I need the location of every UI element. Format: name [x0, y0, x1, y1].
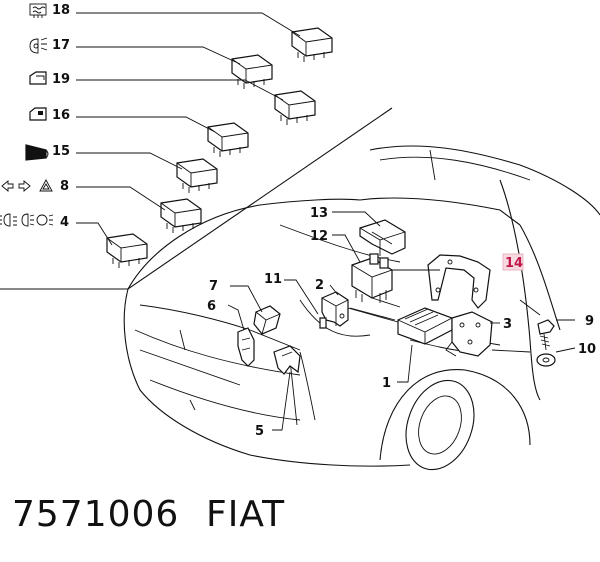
callout-15: 15 [52, 144, 70, 159]
callout-3: 3 [503, 317, 512, 332]
part-7-fuse [253, 305, 281, 335]
callout-11: 11 [264, 272, 282, 287]
relay-15 [176, 158, 218, 193]
part-9-screw [537, 319, 555, 351]
callout-1: 1 [382, 376, 391, 391]
relay-4 [106, 233, 148, 268]
callout-6: 6 [207, 299, 216, 314]
part-11-bolt [319, 317, 327, 329]
rear-defrost-icon [29, 3, 47, 18]
part-5-clip [273, 345, 301, 375]
headlamp-icon [29, 37, 48, 54]
relay-18 [291, 27, 333, 62]
part-12-fuse-holder [351, 253, 393, 303]
callout-13: 13 [310, 206, 328, 221]
part-number: 7571006 [12, 494, 180, 535]
power-window-icon [29, 71, 47, 85]
callout-14-highlight [502, 253, 524, 271]
callout-16: 16 [52, 108, 70, 123]
part-14-bracket [427, 254, 491, 309]
relay-16 [207, 122, 249, 157]
hazard-turn-signal-icon [1, 179, 53, 192]
part-13-cover [359, 219, 406, 256]
callout-9: 9 [585, 314, 594, 329]
callout-18: 18 [52, 3, 70, 18]
part-10-washer [536, 353, 556, 367]
callout-7: 7 [209, 279, 218, 294]
relay-19 [274, 90, 316, 125]
door-lock-icon [29, 107, 47, 121]
callout-8: 8 [60, 179, 69, 194]
horn-icon [25, 144, 49, 161]
callout-14: 14 [505, 256, 523, 271]
callout-10: 10 [578, 342, 596, 357]
car-body [123, 145, 600, 471]
part-2-clip [321, 291, 349, 327]
callout-19: 19 [52, 72, 70, 87]
brand-name: FIAT [206, 494, 286, 535]
callout-12: 12 [310, 229, 328, 244]
fog-lamp-icon [0, 213, 54, 227]
callout-4: 4 [60, 215, 69, 230]
relay-8 [160, 198, 202, 233]
callout-17: 17 [52, 38, 70, 53]
separator-line [0, 107, 393, 290]
part-6-fuse-clip [237, 327, 255, 367]
part-1-control-module [397, 307, 453, 345]
callout-2: 2 [315, 278, 324, 293]
callout-5: 5 [255, 424, 264, 439]
exploded-parts-diagram: 18 17 19 16 15 8 4 [0, 3, 600, 471]
part-3-mounting-plate [445, 311, 493, 357]
